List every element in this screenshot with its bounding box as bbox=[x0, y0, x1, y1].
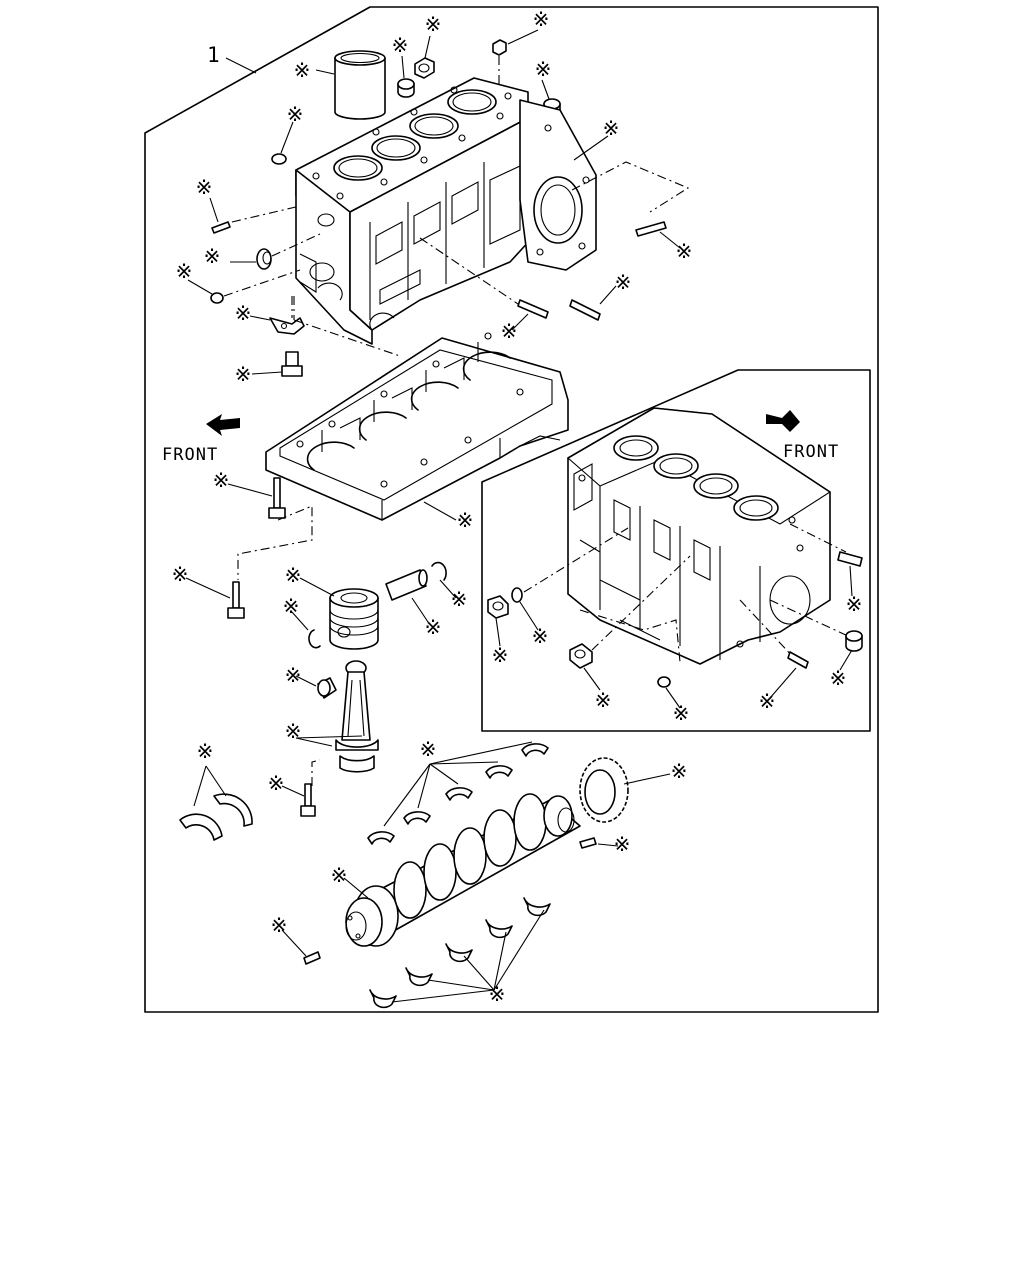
marker-symbol: ※ bbox=[501, 319, 518, 343]
marker-symbol: ※ bbox=[285, 719, 302, 743]
marker-symbol: ※ bbox=[294, 58, 311, 82]
snap-ring bbox=[431, 561, 447, 581]
crank-gear bbox=[579, 757, 629, 823]
marker-symbol: ※ bbox=[614, 832, 631, 856]
marker-symbol: ※ bbox=[830, 666, 847, 690]
marker-symbol: ※ bbox=[285, 563, 302, 587]
small-end-bushing bbox=[317, 677, 337, 699]
rod-cap-bolt bbox=[300, 783, 316, 817]
expansion-plug bbox=[845, 630, 863, 652]
marker-symbol: ※ bbox=[204, 244, 221, 268]
expansion-plug bbox=[657, 676, 671, 688]
stud-bolt bbox=[569, 299, 601, 321]
key bbox=[579, 837, 597, 849]
marker-symbol: ※ bbox=[759, 689, 776, 713]
marker-symbol: ※ bbox=[331, 863, 348, 887]
expansion-plug bbox=[210, 292, 224, 304]
hex-nut bbox=[414, 57, 435, 79]
cylinder-block bbox=[295, 77, 597, 345]
marker-symbol: ※ bbox=[172, 562, 189, 586]
marker-symbol: ※ bbox=[287, 102, 304, 126]
marker-symbol: ※ bbox=[846, 592, 863, 616]
marker-symbol: ※ bbox=[176, 259, 193, 283]
marker-symbol: ※ bbox=[489, 982, 506, 1006]
crankcase-bolt bbox=[268, 477, 286, 519]
marker-symbol: ※ bbox=[603, 116, 620, 140]
marker-symbol: ※ bbox=[283, 594, 300, 618]
marker-symbol: ※ bbox=[271, 913, 288, 937]
drain-plug bbox=[569, 643, 593, 669]
marker-symbol: ※ bbox=[425, 12, 442, 36]
marker-symbol: ※ bbox=[420, 737, 437, 761]
marker-symbol: ※ bbox=[235, 362, 252, 386]
marker-symbol: ※ bbox=[533, 7, 550, 31]
oil-jet bbox=[269, 317, 305, 335]
lower-crankcase bbox=[265, 332, 569, 521]
marker-symbol: ※ bbox=[392, 33, 409, 57]
assembly-callout-number: 1 bbox=[207, 43, 220, 67]
drain-plug bbox=[487, 595, 509, 619]
marker-symbol: ※ bbox=[285, 663, 302, 687]
marker-symbol: ※ bbox=[671, 759, 688, 783]
front-arrow-icon bbox=[766, 410, 800, 432]
marker-symbol: ※ bbox=[535, 57, 552, 81]
dowel-pin bbox=[787, 651, 809, 669]
marker-symbol: ※ bbox=[197, 739, 214, 763]
front-label-inset: FRONT bbox=[783, 442, 839, 462]
plug-small bbox=[492, 39, 507, 56]
front-arrow-icon bbox=[206, 414, 240, 436]
main-bearing-shell bbox=[369, 897, 551, 1009]
marker-symbol: ※ bbox=[676, 239, 693, 263]
marker-symbol: ※ bbox=[532, 624, 549, 648]
cylinder-liner bbox=[334, 50, 386, 120]
piston bbox=[329, 588, 379, 650]
inset-frame bbox=[481, 369, 871, 732]
marker-symbol: ※ bbox=[673, 701, 690, 725]
dowel-pin bbox=[837, 551, 863, 567]
crankshaft bbox=[345, 793, 581, 947]
expansion-plug bbox=[271, 153, 287, 165]
oil-seal bbox=[256, 248, 272, 270]
snap-ring bbox=[308, 629, 321, 649]
connecting-rod bbox=[335, 660, 379, 773]
drain-plug bbox=[511, 587, 523, 603]
stud-bolt bbox=[635, 221, 667, 237]
thrust-washer bbox=[179, 813, 223, 841]
front-label-main: FRONT bbox=[162, 445, 218, 465]
callout-leader bbox=[225, 57, 257, 74]
assembly-frame bbox=[144, 6, 879, 1013]
marker-symbol: ※ bbox=[492, 643, 509, 667]
main-bearing-shell bbox=[367, 743, 549, 845]
dowel-pin bbox=[211, 221, 231, 234]
stud-bolt bbox=[517, 299, 549, 319]
marker-symbol: ※ bbox=[451, 587, 468, 611]
check-valve-bolt bbox=[281, 351, 303, 377]
marker-symbol: ※ bbox=[268, 771, 285, 795]
marker-symbol: ※ bbox=[457, 508, 474, 532]
piston-pin bbox=[385, 569, 428, 601]
cylinder-block-inset bbox=[567, 407, 832, 665]
marker-symbol: ※ bbox=[615, 270, 632, 294]
marker-symbol: ※ bbox=[425, 615, 442, 639]
expansion-plug bbox=[397, 78, 415, 98]
marker-symbol: ※ bbox=[213, 468, 230, 492]
thrust-washer bbox=[213, 793, 253, 827]
dowel-pin bbox=[303, 951, 321, 965]
marker-symbol: ※ bbox=[595, 688, 612, 712]
crankcase-bolt bbox=[227, 581, 245, 619]
marker-group: ※ ※ ※ ※ ※ ※ ※ ※ ※ ※ ※ ※ ※ ※ ※ ※ ※ ※ ※ ※ … bbox=[172, 7, 863, 1006]
marker-symbol: ※ bbox=[196, 175, 213, 199]
marker-symbol: ※ bbox=[235, 301, 252, 325]
